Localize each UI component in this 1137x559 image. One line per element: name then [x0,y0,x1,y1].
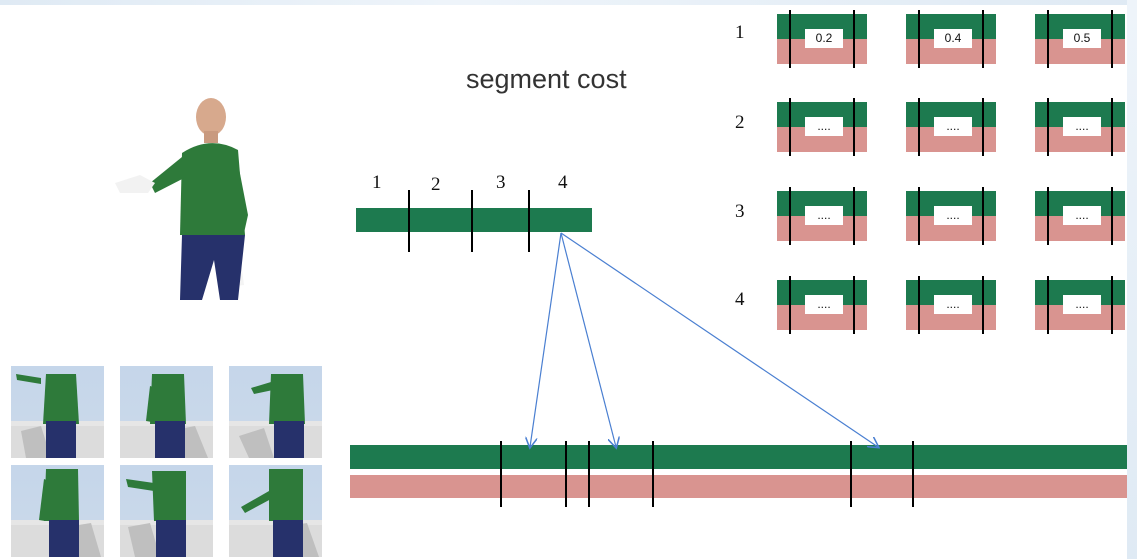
timeline-green-bar [350,445,1127,469]
timeline-divider [565,441,567,507]
arrow-to-match-2 [560,232,616,447]
cost-cell: .... [906,276,996,334]
row-label-2: 2 [735,112,745,133]
character-figure-icon [115,98,248,300]
timeline-pink-bar [350,475,1127,498]
cost-cell: .... [777,187,867,245]
segment-divider [471,190,473,252]
cost-value: .... [805,117,843,136]
row-label-3: 3 [735,201,745,222]
arrow-to-match-3 [560,232,878,447]
pose-thumbnail-icon [120,465,213,557]
segment-label-4: 4 [558,172,568,193]
pose-thumbnail-icon [11,366,104,458]
timeline-divider [500,441,502,507]
cost-value: .... [934,117,972,136]
segment-label-3: 3 [496,172,506,193]
pose-thumbnail-icon [229,465,322,557]
timeline-divider [912,441,914,507]
top-border-strip [0,0,1137,5]
cost-value: 0.4 [934,29,972,48]
timeline-divider [588,441,590,507]
cost-value: 0.2 [805,29,843,48]
row-label-4: 4 [735,289,745,310]
cost-cell: .... [906,187,996,245]
cost-value: .... [934,206,972,225]
segment-label-1: 1 [372,172,382,193]
arrow-to-match-1 [530,232,562,447]
cost-cell: 0.5 [1035,10,1125,68]
right-border-strip [1127,0,1137,559]
cost-cell: 0.2 [777,10,867,68]
pose-thumbnail-icon [229,366,322,458]
segment-bar [356,208,592,232]
cost-cell: 0.4 [906,10,996,68]
segment-divider [408,190,410,252]
cost-value: .... [805,295,843,314]
segment-divider [528,190,530,252]
cost-cell: .... [906,98,996,156]
timeline-divider [652,441,654,507]
cost-value: .... [934,295,972,314]
pose-thumbnail-icon [11,465,104,557]
cost-value: .... [1063,117,1101,136]
row-label-1: 1 [735,22,745,43]
diagram-title: segment cost [466,64,627,94]
cost-value: .... [1063,206,1101,225]
cost-cell: .... [1035,98,1125,156]
timeline-divider [850,441,852,507]
cost-cell: .... [1035,187,1125,245]
segment-label-2: 2 [431,174,441,195]
cost-cell: .... [777,98,867,156]
cost-value: .... [805,206,843,225]
pose-thumbnail-icon [120,366,213,458]
cost-value: 0.5 [1063,29,1101,48]
cost-cell: .... [1035,276,1125,334]
cost-value: .... [1063,295,1101,314]
cost-cell: .... [777,276,867,334]
